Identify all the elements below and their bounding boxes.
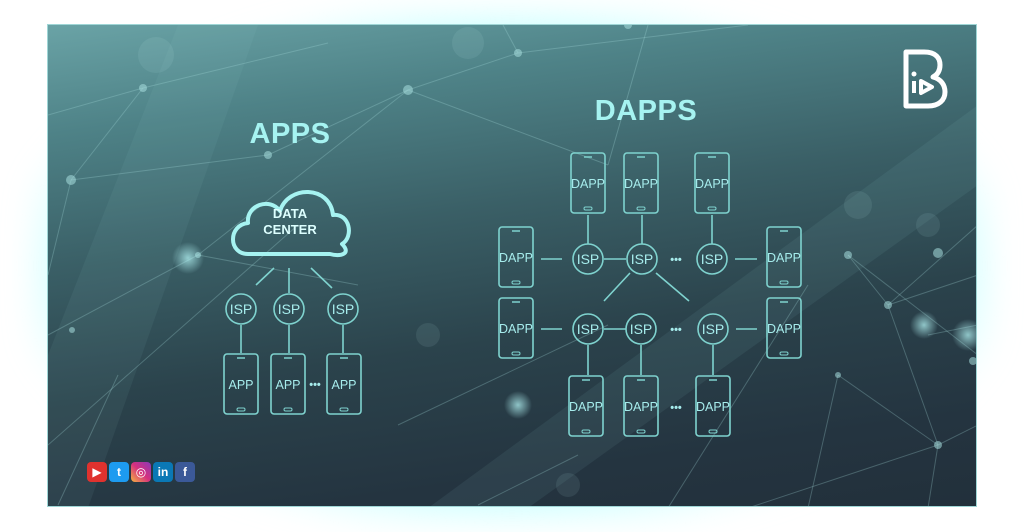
app-phone-label: APP: [228, 378, 253, 392]
isp-label: ISP: [577, 321, 600, 337]
isp-label: ISP: [701, 251, 724, 267]
isp-node: ISP: [626, 243, 658, 275]
isp-label: ISP: [332, 301, 355, 317]
ellipsis: •••: [309, 379, 321, 391]
app-phone-label: APP: [275, 378, 300, 392]
phone-outline-icon: [498, 226, 534, 288]
twitter-icon[interactable]: t: [109, 462, 129, 482]
isp-label: ISP: [278, 301, 301, 317]
dapp-phone-label: DAPP: [767, 322, 801, 336]
dapp-phone: DAPP: [694, 152, 730, 214]
youtube-icon[interactable]: ▶: [87, 462, 107, 482]
dapp-phone: DAPP: [623, 152, 659, 214]
dapps-title: DAPPS: [594, 95, 698, 127]
isp-node: ISP: [273, 293, 305, 325]
app-phone: APP: [223, 353, 259, 415]
instagram-icon[interactable]: ◎: [131, 462, 151, 482]
network-background: [48, 25, 976, 506]
isp-isp-diagonal: [603, 272, 631, 302]
isp-circle: [625, 313, 657, 345]
phone-outline-icon: [270, 353, 306, 415]
isp-label: ISP: [577, 251, 600, 267]
phone-outline-icon: [623, 152, 659, 214]
isp-circle: [626, 243, 658, 275]
app-phone: APP: [326, 353, 362, 415]
phone-outline-icon: [695, 375, 731, 437]
cloud-label-line1: DATA: [273, 206, 308, 221]
isp-node: ISP: [697, 313, 729, 345]
phone-outline-icon: [694, 152, 730, 214]
ellipsis: •••: [670, 402, 682, 414]
dapp-phone-label: DAPP: [571, 177, 605, 191]
dapp-phone-label: DAPP: [767, 251, 801, 265]
isp-isp-diagonal: [655, 272, 690, 302]
cloud-isp-line: [310, 267, 333, 289]
dapp-phone: DAPP: [570, 152, 606, 214]
isp-label: ISP: [631, 251, 654, 267]
phone-outline-icon: [498, 297, 534, 359]
phone-outline-icon: [766, 297, 802, 359]
isp-circle: [696, 243, 728, 275]
dapp-phone: DAPP: [766, 226, 802, 288]
ellipsis: •••: [670, 324, 682, 336]
dapp-phone-label: DAPP: [499, 322, 533, 336]
dapp-phone: DAPP: [695, 375, 731, 437]
data-center-cloud: DATA CENTER: [231, 190, 351, 258]
dapp-phone-label: DAPP: [624, 400, 658, 414]
isp-node: ISP: [572, 243, 604, 275]
isp-node: ISP: [572, 313, 604, 345]
cloud-isp-line: [255, 267, 275, 286]
cloud-icon: [231, 190, 351, 258]
isp-label: ISP: [630, 321, 653, 337]
isp-circle: [273, 293, 305, 325]
isp-label: ISP: [702, 321, 725, 337]
app-phone: APP: [270, 353, 306, 415]
apps-title: APPS: [249, 118, 331, 150]
dapp-phone: DAPP: [568, 375, 604, 437]
isp-circle: [572, 313, 604, 345]
dapp-phone-label: DAPP: [695, 177, 729, 191]
isp-node: ISP: [696, 243, 728, 275]
brand-b-logo-icon: [903, 49, 948, 109]
dapp-phone: DAPP: [766, 297, 802, 359]
phone-outline-icon: [766, 226, 802, 288]
ellipsis: •••: [670, 254, 682, 266]
isp-node: ISP: [327, 293, 359, 325]
dapp-phone: DAPP: [623, 375, 659, 437]
facebook-icon[interactable]: f: [175, 462, 195, 482]
dapp-phone: DAPP: [498, 226, 534, 288]
phone-outline-icon: [568, 375, 604, 437]
dapp-phone-label: DAPP: [624, 177, 658, 191]
dapp-phone: DAPP: [498, 297, 534, 359]
app-phone-label: APP: [331, 378, 356, 392]
phone-outline-icon: [326, 353, 362, 415]
isp-label: ISP: [230, 301, 253, 317]
isp-circle: [225, 293, 257, 325]
linkedin-icon[interactable]: in: [153, 462, 173, 482]
isp-circle: [327, 293, 359, 325]
dapp-phone-label: DAPP: [499, 251, 533, 265]
dapp-phone-label: DAPP: [569, 400, 603, 414]
isp-node: ISP: [625, 313, 657, 345]
infographic-card: APPS DAPPS: [47, 24, 977, 507]
isp-circle: [697, 313, 729, 345]
cloud-label-line2: CENTER: [263, 222, 317, 237]
phone-outline-icon: [570, 152, 606, 214]
isp-circle: [572, 243, 604, 275]
social-icons: ▶ t ◎ in f: [87, 462, 195, 482]
isp-node: ISP: [225, 293, 257, 325]
phone-outline-icon: [223, 353, 259, 415]
dapp-phone-label: DAPP: [696, 400, 730, 414]
network-diagram: DATA CENTER ISP ISP ISP APP APP APP ••• DAPP D…: [223, 152, 802, 437]
phone-outline-icon: [623, 375, 659, 437]
